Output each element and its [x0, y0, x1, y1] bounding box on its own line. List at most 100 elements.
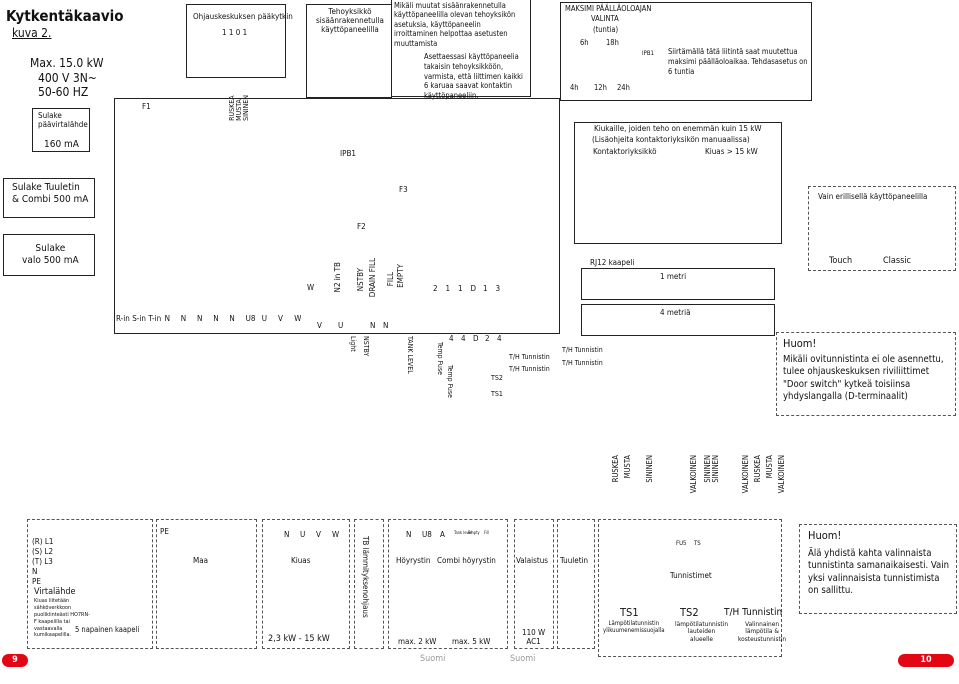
right-terminal-4: 4 — [497, 334, 502, 343]
wire-color-8: SININEN — [711, 455, 720, 483]
wire-color-5: VALKOINEN — [741, 455, 750, 494]
wire-color-7: MUSTA — [765, 455, 774, 479]
terminal-label-8: U8 — [245, 314, 256, 323]
tb-label: TB lämmityksenohjaus — [361, 536, 371, 618]
terminal-label-4: N — [180, 314, 187, 323]
maa-label: Maa — [193, 556, 209, 565]
terminal-label-9: U — [261, 314, 268, 323]
supply-row-2: (T) L3 — [32, 557, 53, 566]
steam-term-5: Fill — [484, 530, 489, 535]
sensors-box — [598, 519, 782, 657]
terminal-label-1: S-in — [132, 314, 146, 323]
spec-power: Max. 15.0 kW — [30, 56, 104, 70]
sensor-fu5: FU5 — [676, 540, 687, 547]
huom1-title: Huom! — [783, 337, 817, 350]
power-unit-note-box — [391, 0, 531, 97]
steam-term-0: N — [406, 530, 412, 539]
under-v: V — [317, 321, 322, 330]
max-time-ipb: IPB1 — [642, 50, 654, 57]
terminal-label-0: R-in — [116, 314, 130, 323]
kiuas-term-1: U — [300, 530, 306, 539]
kiuas-label: Kiuas — [291, 556, 311, 565]
right-top-digit-0: 2 — [433, 284, 438, 293]
steam-term-3: Tank level — [454, 530, 472, 535]
page-title: Kytkentäkaavio — [6, 7, 124, 25]
max-time-12h: 12h — [594, 83, 607, 92]
fan-label: Tuuletin — [560, 556, 589, 565]
under-u: U — [338, 321, 344, 330]
wire-color-2: SININEN — [645, 455, 654, 483]
max-time-4h: 4h — [570, 83, 579, 92]
steam-max2: max. 5 kW — [452, 637, 491, 646]
max-time-sub2: (tuntia) — [593, 25, 619, 34]
terminal-label-3: N — [164, 314, 170, 323]
huom2-title: Huom! — [808, 529, 842, 542]
wire-ts1: TS1 — [491, 390, 503, 398]
wire-color-9: VALKOINEN — [777, 455, 786, 494]
supply-desc: Kiuas liitetään sähköverkkoon puolikiint… — [34, 598, 90, 639]
contactor-right-label: Kiuas > 15 kW — [705, 147, 758, 156]
terminal-label-7: N — [229, 314, 235, 323]
max-time-note: Siirtämällä tätä liitintä saat muutettua… — [668, 47, 808, 76]
kiuas-term-0: N — [284, 530, 290, 539]
heater-fuse-label: Sulake Tuuletin & Combi 500 mA — [12, 182, 89, 205]
sensor-ts1: TS1 — [620, 606, 639, 619]
maa-pe: PE — [160, 527, 169, 536]
supply-box — [27, 519, 153, 649]
wire-label-light: Light — [349, 336, 358, 352]
heater-fuse-box — [3, 178, 95, 218]
wire-th-2: T/H Tunnistin — [509, 353, 550, 361]
kiuas-term-3: W — [332, 530, 340, 539]
supply-row-0: (R) L1 — [32, 537, 54, 546]
panel-touch-label: Touch — [829, 256, 853, 266]
panels-title: Vain erillisellä käyttöpaneelilla — [818, 192, 928, 201]
control-board — [114, 98, 560, 334]
board-ipb1: IPB1 — [340, 149, 356, 158]
spec-voltage: 400 V 3N~ — [38, 71, 97, 85]
contactor-subtitle: (Lisäohjeita kontaktoriyksikön manuaalis… — [592, 135, 750, 144]
page-number-left: 9 — [2, 654, 28, 667]
kiuas-power: 2,3 kW - 15 kW — [268, 634, 330, 644]
supply-row-1: (S) L2 — [32, 547, 54, 556]
wire-th-1: T/H Tunnistin — [562, 346, 603, 354]
main-switch-box — [186, 4, 286, 78]
power-unit-note2: Asettaessasi käyttöpaneelia takaisin teh… — [424, 52, 523, 100]
light-spec: 110 W AC1 — [522, 628, 546, 647]
steam-term-4: Empty — [468, 530, 480, 535]
huom1-box — [776, 332, 956, 416]
sensor-ts2-desc: lämpötilatunnistin lauteiden alueelle — [675, 620, 729, 643]
fuse-f2: F2 — [357, 222, 366, 231]
right-top-digit-4: 1 — [483, 284, 488, 293]
sensor-ts: TS — [694, 540, 701, 547]
kiuas-box — [262, 519, 350, 649]
sensor-ts2: TS2 — [680, 606, 699, 619]
light-fuse-box — [3, 234, 95, 276]
terminal-label-11: W — [294, 314, 302, 323]
sensors-tunnistimet: Tunnistimet — [670, 571, 712, 580]
rj12-len1: 1 metri — [660, 272, 687, 281]
sensor-ts1-desc: Lämpötilatunnistin ylikuumenemissuojalla — [603, 620, 665, 634]
max-time-6h: 6h — [580, 38, 589, 47]
main-switch-digits: 1 1 0 1 — [222, 28, 248, 37]
wire-label-tempfuse1: Temp Fuse — [436, 342, 445, 376]
main-fuse-value: 160 mA — [44, 139, 79, 150]
power-unit-title: Tehoyksikkö sisäänrakennetulla käyttöpan… — [316, 7, 384, 35]
fan-box — [557, 519, 595, 649]
right-terminal-3: 2 — [485, 334, 490, 343]
under-n1: N — [370, 321, 376, 330]
right-top-digit-2: 1 — [458, 284, 463, 293]
supply-cable: 5 napainen kaapeli — [75, 625, 140, 634]
max-time-title: MAKSIMI PÄÄLLÄOLOAJAN — [565, 4, 652, 13]
rj12-title: RJ12 kaapeli — [590, 258, 635, 267]
wire-color-3: VALKOINEN — [689, 455, 698, 494]
board-label-w: W — [307, 283, 315, 292]
steam-term-1: U8 — [422, 530, 432, 539]
board-label-drain: DRAIN FILL — [368, 258, 377, 298]
huom1-text: Mikäli ovitunnistinta ei ole asennettu, … — [783, 354, 944, 403]
rj12-len2: 4 metriä — [660, 308, 691, 317]
steam-box — [388, 519, 508, 649]
wire-color-0: RUSKEA — [611, 455, 620, 483]
steam-label1: Höyrystin — [396, 556, 431, 565]
supply-row-4: PE — [32, 577, 41, 586]
